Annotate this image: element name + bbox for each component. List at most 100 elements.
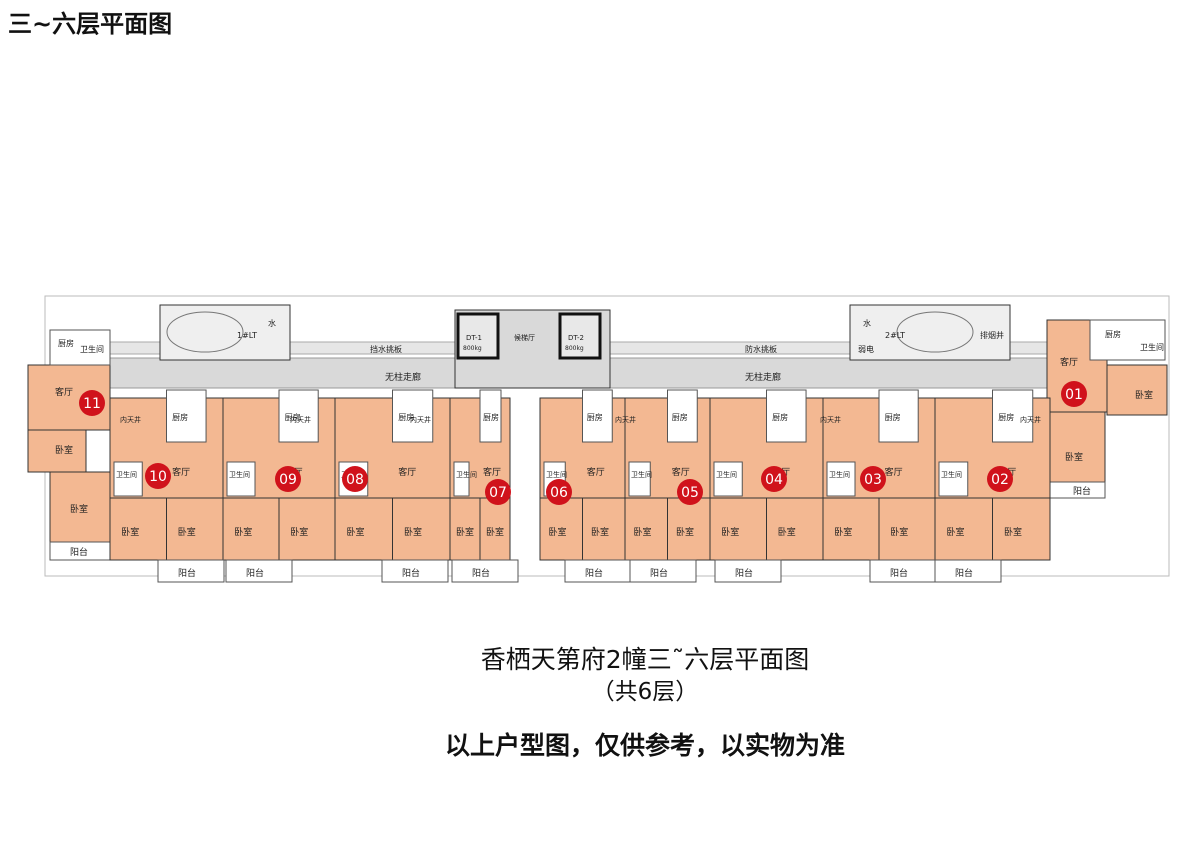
unit09-bath-label: 卫生间: [229, 470, 250, 479]
unit-badge-label-05: 05: [681, 485, 699, 501]
unit-badge-label-02: 02: [991, 472, 1009, 488]
unit01-living-label: 客厅: [1060, 356, 1078, 368]
middle-units: 客厅卧室卧室厨房卫生间客厅卧室卧室厨房卫生间客厅卧室卧室厨房卫生间客厅卧室卧室厨…: [109, 389, 1051, 583]
unit05-bedroom2-label: 卧室: [676, 526, 694, 538]
unit07-bedroom2: [479, 497, 511, 561]
unit03-bath-label: 卫生间: [829, 470, 850, 479]
unit08-bedroom2-label: 卧室: [404, 526, 422, 538]
unit10-kitchen-label: 厨房: [172, 412, 188, 422]
gutter-label-right: 防水挑板: [745, 344, 777, 354]
unit08-bedroom2: [392, 497, 451, 561]
unit-badge-label-08: 08: [346, 472, 364, 488]
balcony-b2: [225, 559, 293, 583]
unit03-bedroom2: [878, 497, 936, 561]
unit06-kitchen: [582, 389, 613, 443]
unit02-kitchen: [992, 389, 1034, 443]
light-well-lw5: 内天井: [820, 415, 841, 424]
balcony-b6-label: 阳台: [650, 567, 668, 579]
unit08-kitchen: [392, 389, 434, 443]
balcony-b6: [629, 559, 697, 583]
unit09-kitchen-label: 厨房: [285, 412, 301, 422]
light-well-lw4: 内天井: [615, 415, 636, 424]
unit08-kitchen-label: 厨房: [398, 412, 414, 422]
unit11-kitchen: [49, 329, 111, 366]
unit-badge-06: [546, 479, 572, 505]
stair-left-curve: [166, 311, 244, 353]
unit05-kitchen: [667, 389, 698, 443]
corridor-label-right: 无柱走廊: [745, 371, 781, 383]
lift2-capacity: 800kg: [565, 345, 584, 352]
unit10-kitchen: [166, 389, 207, 443]
unit10-living-label: 客厅: [172, 466, 190, 478]
unit01-balcony-label: 阳台: [1073, 485, 1091, 497]
unit03-bedroom2-label: 卧室: [890, 526, 908, 538]
lift1: [456, 312, 500, 360]
unit07-bath: [453, 461, 470, 497]
caption-subtitle: （共6层）: [591, 679, 699, 705]
unit-badge-label-01: 01: [1065, 387, 1083, 403]
unit-badge-03: [860, 466, 886, 492]
unit05-bath: [628, 461, 651, 497]
unit03-kitchen-label: 厨房: [885, 412, 901, 422]
caption-disclaimer: 以上户型图，仅供参考，以实物为准: [444, 731, 845, 760]
unit11-bedroom2-label: 卧室: [70, 503, 88, 515]
unit06-bedroom1-label: 卧室: [549, 526, 567, 538]
unit02-bedroom2: [992, 497, 1051, 561]
unit09-bedroom1: [222, 497, 280, 561]
lift1-capacity: 800kg: [463, 345, 482, 352]
unit06-bedroom2-label: 卧室: [591, 526, 609, 538]
unit03-kitchen: [878, 389, 919, 443]
unit08-bedroom1: [334, 497, 393, 561]
balcony-b4: [451, 559, 519, 583]
unit04-bath-label: 卫生间: [716, 470, 737, 479]
unit02-bedroom1-label: 卧室: [947, 526, 965, 538]
unit03-bedroom1-label: 卧室: [834, 526, 852, 538]
unit07-bedroom1-label: 卧室: [456, 526, 474, 538]
unit01-bedroom1: [1106, 364, 1168, 416]
balcony-b3: [381, 559, 449, 583]
unit10-bath: [113, 461, 143, 497]
unit10-bedroom1-label: 卧室: [121, 526, 139, 538]
unit10-bedroom2-label: 卧室: [178, 526, 196, 538]
unit-badge-08: [342, 466, 368, 492]
corridor-label-left: 无柱走廊: [385, 371, 421, 383]
unit-badge-04: [761, 466, 787, 492]
lift2: [558, 312, 602, 360]
unit-badge-label-11: 11: [83, 396, 101, 412]
unit11-bedroom1-label: 卧室: [55, 444, 73, 456]
unit04-kitchen-label: 厨房: [772, 412, 788, 422]
unit11-bedroom1: [27, 429, 87, 473]
unit-badge-11: [79, 390, 105, 416]
unit02-bedroom2-label: 卧室: [1004, 526, 1022, 538]
unit-badge-10: [145, 463, 171, 489]
unit05-kitchen-label: 厨房: [672, 412, 688, 422]
unit-badge-label-07: 07: [489, 485, 507, 501]
unit03-living-label: 客厅: [885, 466, 903, 478]
lift1-label: DT-1: [466, 334, 482, 342]
unit-badge-label-10: 10: [149, 469, 167, 485]
lift2-label: DT-2: [568, 334, 584, 342]
unit02-bath-label: 卫生间: [941, 470, 962, 479]
unit09-bedroom2-label: 卧室: [290, 526, 308, 538]
unit01-kitchen: [1089, 319, 1166, 361]
unit10-bath-label: 卫生间: [116, 470, 137, 479]
unit06-bedroom1: [539, 497, 583, 561]
unit01-bedroom1-label: 卧室: [1135, 389, 1153, 401]
balcony-b9-label: 阳台: [955, 567, 973, 579]
stairwell-left: [159, 304, 291, 361]
stair1-label: 1#LT: [237, 331, 257, 340]
unit03-bath: [826, 461, 856, 497]
unit01-bedroom2: [1049, 411, 1106, 483]
elec-label: 弱电: [858, 344, 874, 354]
balcony-b4-label: 阳台: [472, 567, 490, 579]
unit-badge-label-09: 09: [279, 472, 297, 488]
unit-badge-05: [677, 479, 703, 505]
unit11-living-label: 客厅: [55, 386, 73, 398]
unit04-bedroom1-label: 卧室: [721, 526, 739, 538]
unit-badge-09: [275, 466, 301, 492]
unit-badge-label-04: 04: [765, 472, 783, 488]
stairwell-right: [849, 304, 1011, 361]
balcony-b7: [714, 559, 782, 583]
unit07-living-label: 客厅: [483, 466, 501, 478]
